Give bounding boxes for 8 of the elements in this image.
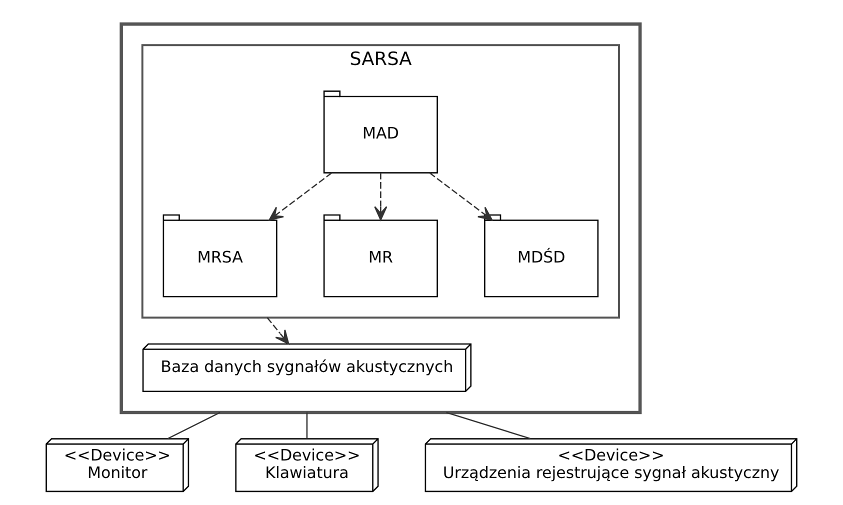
connector <box>306 412 308 438</box>
cluster <box>120 22 642 414</box>
connector <box>446 412 531 440</box>
arrow <box>268 172 332 221</box>
connector <box>167 412 220 440</box>
arrow <box>429 172 493 221</box>
arrow <box>374 172 388 221</box>
arrow <box>266 317 290 345</box>
